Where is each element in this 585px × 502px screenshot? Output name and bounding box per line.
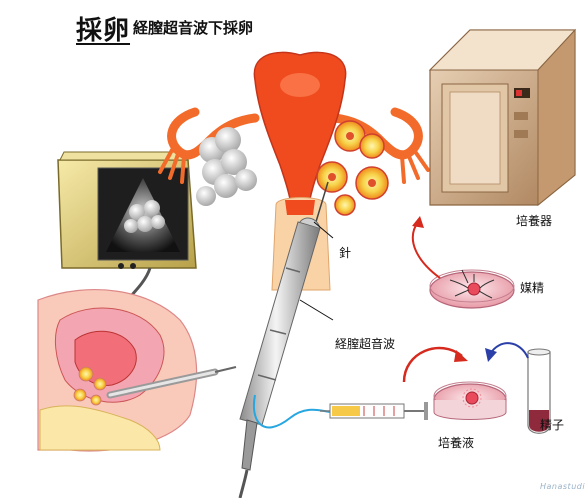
probe-label: 経膣超音波 [335,335,395,352]
needle-label: 針 [339,244,351,261]
watermark: Hanastudio [540,482,585,491]
insemination-label: 媒精 [520,279,544,296]
syringe [254,395,428,427]
incubator [430,30,575,205]
culture-medium-label: 培養液 [438,434,474,451]
insemination-dish [430,270,514,308]
sperm-label: 精子 [540,416,564,433]
patient-cross-section [38,290,236,451]
culture-dish [434,382,506,420]
incubator-label: 培養器 [516,212,552,229]
page-subtitle: 経膣超音波下採卵 [133,17,253,38]
page-title: 採卵 [76,10,130,47]
